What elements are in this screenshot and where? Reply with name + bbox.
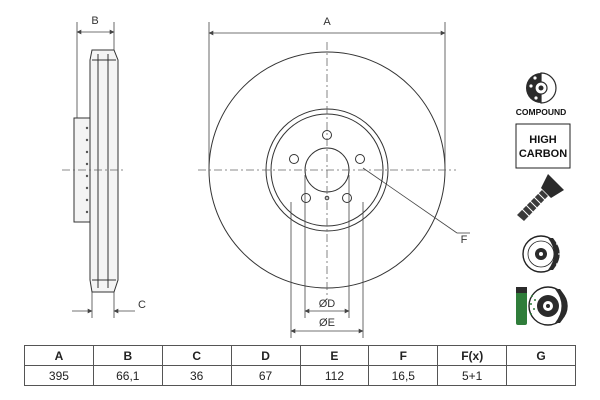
header-cell-g: G xyxy=(506,345,576,366)
bolt-icon xyxy=(517,174,564,221)
value-cell-d: 67 xyxy=(230,365,301,386)
disc-side-profile xyxy=(73,49,119,293)
spec-table: A B C D E F F(x) G 395 66,1 36 67 112 16… xyxy=(24,345,576,386)
value-cell-c: 36 xyxy=(161,365,232,386)
spec-table-header-row: A B C D E F F(x) G xyxy=(24,345,576,366)
dimension-f-leader xyxy=(362,167,470,234)
header-cell-a: A xyxy=(24,345,94,366)
high-carbon-label-line1: HIGH xyxy=(529,134,557,146)
dimension-f-label: F xyxy=(461,234,468,246)
header-cell-b: B xyxy=(92,345,163,366)
compound-disc-icon xyxy=(526,72,557,104)
dimension-a-lines xyxy=(208,22,446,170)
header-cell-e: E xyxy=(299,345,370,366)
dimension-b-lines xyxy=(76,22,115,118)
dimension-c-label: C xyxy=(138,299,146,311)
coated-disc-icon xyxy=(516,286,568,326)
value-cell-fx: 5+1 xyxy=(437,365,508,386)
high-carbon-label-line2: CARBON xyxy=(519,148,567,160)
compound-badge-label: COMPOUND xyxy=(516,107,567,117)
dimension-e-label: ØE xyxy=(319,317,335,329)
value-cell-b: 66,1 xyxy=(92,365,163,386)
high-carbon-badge: HIGH CARBON xyxy=(515,123,571,169)
header-cell-f: F xyxy=(368,345,439,366)
value-cell-f: 16,5 xyxy=(368,365,439,386)
dimension-a-label: A xyxy=(323,16,331,28)
value-cell-e: 112 xyxy=(299,365,370,386)
spec-table-value-row: 395 66,1 36 67 112 16,5 5+1 xyxy=(24,365,576,386)
dimension-b-label: B xyxy=(91,15,98,27)
dimension-d-lines xyxy=(304,175,350,318)
dimension-e-lines xyxy=(290,202,364,338)
value-cell-g xyxy=(506,365,576,386)
value-cell-a: 395 xyxy=(24,365,94,386)
dimension-d-label: ØD xyxy=(319,298,336,310)
header-cell-c: C xyxy=(161,345,232,366)
dimension-c-lines xyxy=(72,292,135,318)
vented-disc-icon xyxy=(522,235,564,273)
header-cell-fx: F(x) xyxy=(437,345,508,366)
front-centerlines xyxy=(198,42,456,300)
header-cell-d: D xyxy=(230,345,301,366)
